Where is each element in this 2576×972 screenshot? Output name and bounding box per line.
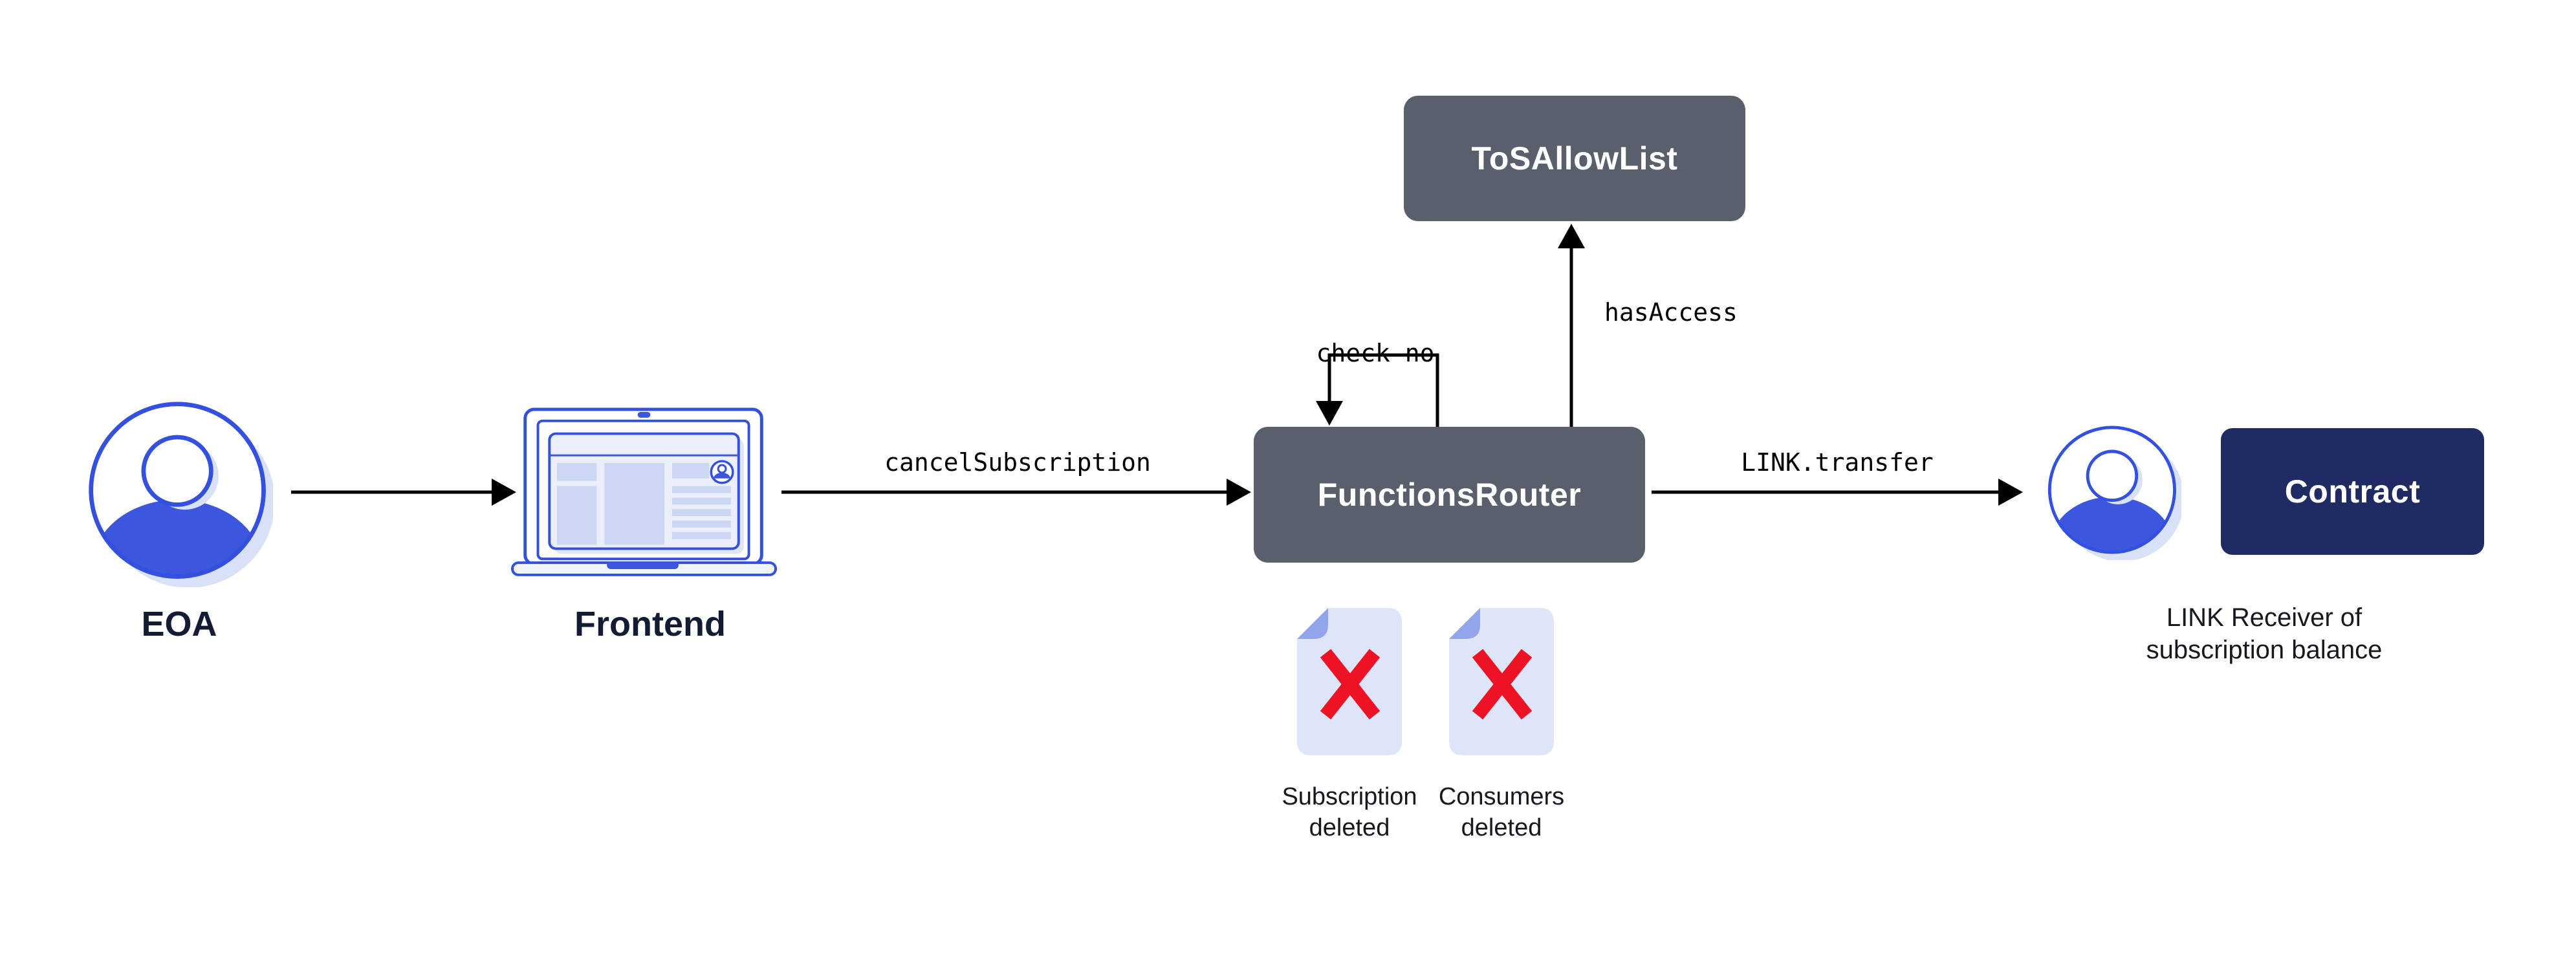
contract-node: Contract: [2221, 428, 2484, 555]
frontend-node: [511, 404, 780, 578]
red-x-icon: [1320, 649, 1381, 720]
check-pending-line1: check no: [1316, 339, 1435, 367]
subscription-deleted-label: Subscription deleted: [1282, 781, 1417, 843]
arrow-check-pending-loop: [1316, 353, 1439, 427]
consumers-deleted-line1: Consumers: [1438, 783, 1565, 810]
arrow-link-transfer: [1652, 479, 2023, 506]
tos-allow-list-label: ToSAllowList: [1471, 140, 1678, 177]
consumers-deleted-artifact: [1449, 608, 1554, 755]
link-receiver-caption-line2: subscription balance: [2146, 636, 2383, 664]
user-avatar-icon: [2047, 426, 2185, 562]
subscription-deleted-line2: deleted: [1309, 814, 1390, 841]
frontend-label: Frontend: [574, 605, 726, 643]
eoa-node: [85, 400, 275, 588]
subscription-deleted-line1: Subscription: [1282, 783, 1417, 810]
subscription-deleted-artifact: [1297, 608, 1402, 755]
link-receiver-node: [2046, 424, 2185, 562]
link-receiver-caption-line1: LINK Receiver of: [2166, 603, 2363, 632]
functions-router-node: FunctionsRouter: [1254, 427, 1645, 563]
deleted-document-icon: [1297, 608, 1402, 755]
arrow-cancel-subscription: [781, 479, 1251, 506]
user-avatar-icon: [89, 402, 275, 588]
arrow-has-access: [1558, 224, 1585, 427]
functions-router-label: FunctionsRouter: [1317, 477, 1582, 513]
consumers-deleted-label: Consumers deleted: [1439, 781, 1564, 843]
cancel-subscription-edge-label: cancelSubscription: [884, 448, 1151, 477]
link-transfer-edge-label: LINK.transfer: [1741, 448, 1934, 477]
arrow-eoa-to-frontend: [291, 479, 516, 506]
tos-allow-list-node: ToSAllowList: [1404, 96, 1745, 221]
eoa-label: EOA: [141, 605, 217, 643]
has-access-edge-label: hasAccess: [1604, 298, 1738, 327]
consumers-deleted-line2: deleted: [1461, 814, 1542, 841]
laptop-icon: [511, 407, 778, 576]
link-receiver-caption: LINK Receiver of subscription balance: [2146, 601, 2383, 666]
red-x-icon: [1472, 649, 1533, 720]
deleted-document-icon: [1449, 608, 1554, 755]
contract-label: Contract: [2284, 473, 2421, 510]
